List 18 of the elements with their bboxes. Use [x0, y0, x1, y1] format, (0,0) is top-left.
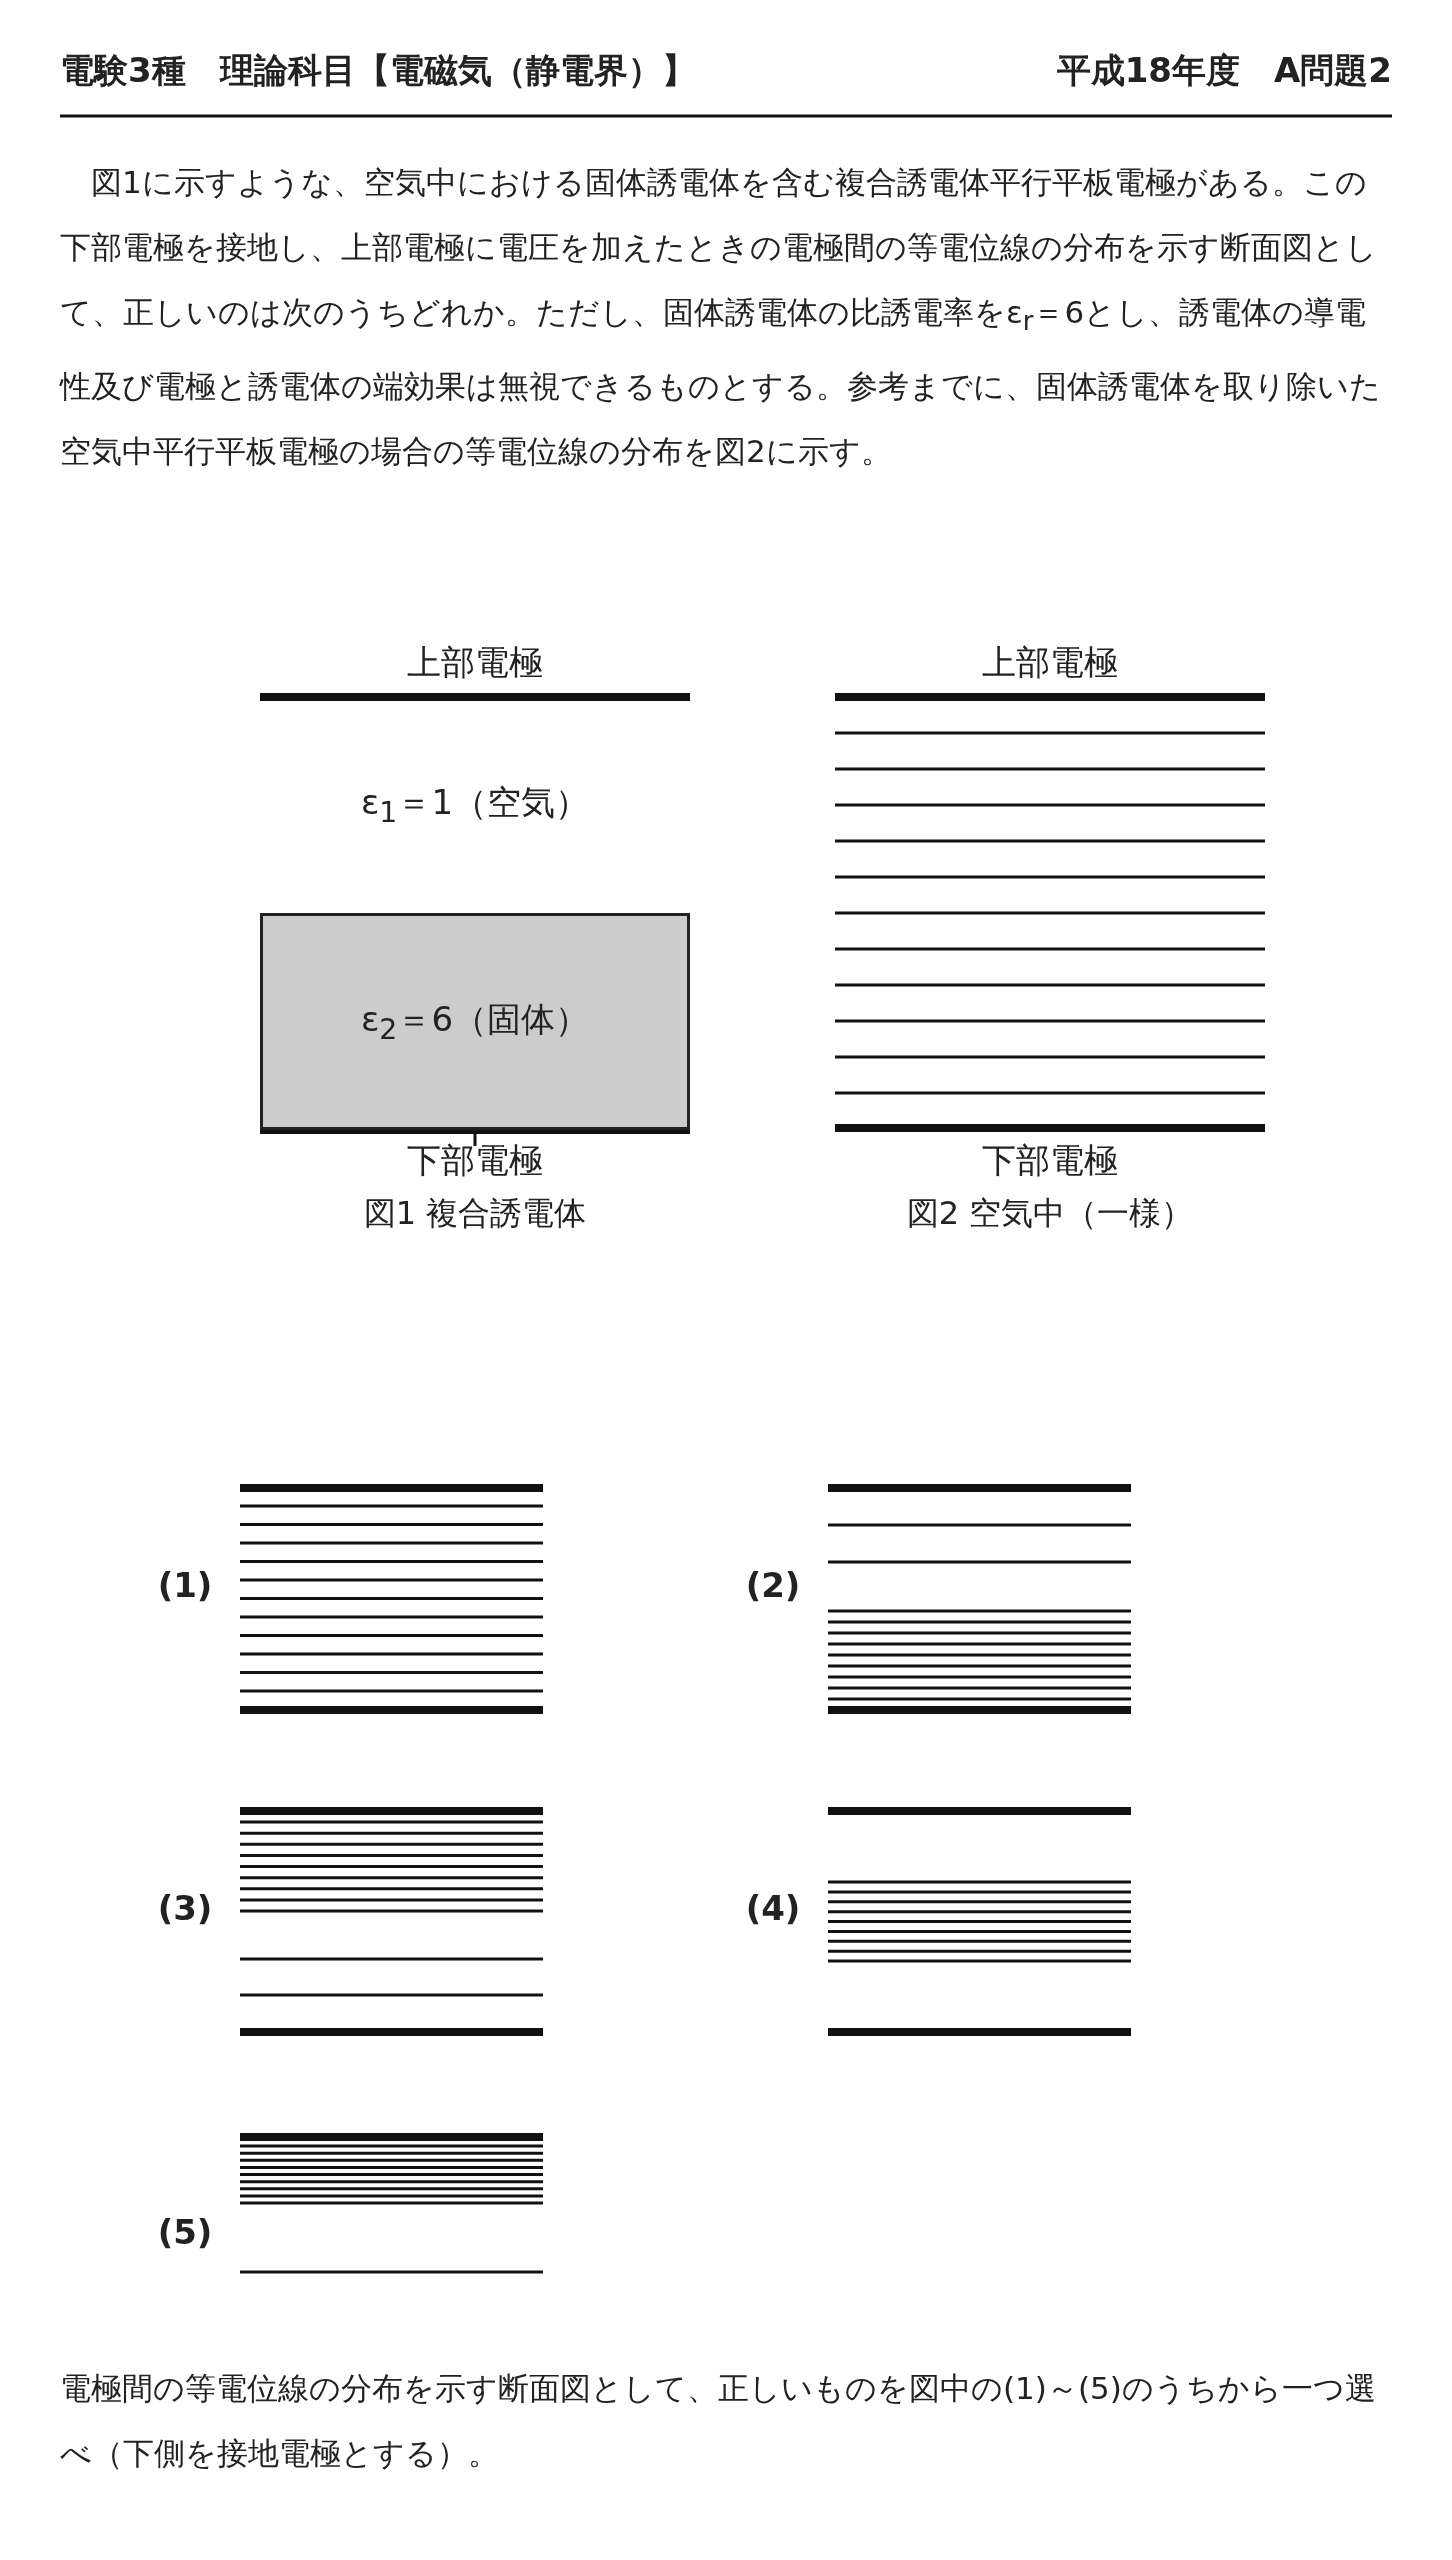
option-number: (4) — [745, 1888, 801, 1928]
option-number: (5) — [157, 2212, 213, 2252]
electrode-label: 下部電極 — [407, 1139, 543, 1182]
problem-number: 平成18年度 A問題2 — [1056, 49, 1392, 92]
electrode-label: 下部電極 — [982, 1139, 1118, 1182]
permittivity-label: ε$_{1}$＝1（空気） — [360, 781, 590, 829]
figure-caption: 図1 複合誘電体 — [363, 1193, 587, 1234]
option-number: (3) — [157, 1888, 213, 1928]
electrode-label: 上部電極 — [407, 641, 543, 684]
option-number: (1) — [157, 1565, 213, 1605]
figure-caption: 図2 空気中（一様） — [906, 1193, 1194, 1234]
header-title: 電験3種 理論科目【電磁気（静電界）】 — [60, 49, 696, 92]
option-number: (2) — [745, 1565, 801, 1605]
problem-text: 図1に示すような、空気中における固体誘電体を含む複合誘電体平行平板電極がある。この下部電極を接地し、上部電極に電圧を加えたときの電極間の等電位線の分布を示す断面図として、正しいのは次のうちどれか。ただし、固体誘電体の比誘電率をε$_{r}$＝6とし、誘電体の導電性及び電極と誘電体の端効果は無視できるものとする。参考までに、固体誘電体を取り除いた空気中平行平板電極の場合の等電位線の分布を図2に示す。 — [60, 163, 1382, 472]
electrode-label: 上部電極 — [982, 641, 1118, 684]
permittivity-label: ε$_{2}$＝6（固体） — [360, 998, 590, 1046]
question-text: 電極間の等電位線の分布を示す断面図として、正しいものを図中の(1)～(5)のうちから一つ選べ（下側を接地電極とする）。 — [60, 2369, 1377, 2473]
dielectric-block — [260, 913, 690, 1130]
